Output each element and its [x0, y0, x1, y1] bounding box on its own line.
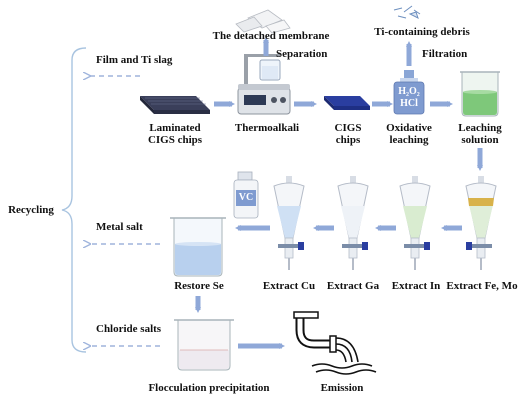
label-hcl: HCl [400, 98, 418, 109]
detached-membrane-icon [235, 9, 291, 34]
emission-pipe-icon [293, 311, 377, 375]
label-extract-ga: Extract Ga [326, 280, 380, 292]
restore-se-beaker-icon [170, 217, 226, 277]
label-recycling: Recycling [8, 204, 54, 216]
label-chloride-salts: Chloride salts [96, 323, 162, 335]
label-h2o2: H₂O₂ [398, 86, 420, 97]
label-laminated-line2: CIGS chips [147, 134, 203, 146]
funnel-ga-icon [337, 176, 369, 270]
recycling-bracket [61, 47, 87, 353]
label-extract-in: Extract In [391, 280, 441, 292]
label-detached-membrane: The detached membrane [212, 30, 330, 42]
label-oxidative-line2: leaching [389, 134, 429, 146]
label-film-ti-slag: Film and Ti slag [96, 54, 173, 66]
leaching-beaker-icon [460, 71, 500, 117]
label-thermoalkali: Thermoalkali [234, 122, 300, 134]
label-flocculation: Flocculation precipitation [148, 382, 270, 394]
label-restore-se: Restore Se [174, 280, 224, 292]
funnel-fe-mo-icon [465, 176, 497, 270]
label-laminated-line1: Laminated [149, 122, 201, 134]
label-extract-cu: Extract Cu [262, 280, 316, 292]
reagent-bottle-icon [393, 70, 425, 115]
vc-bottle-icon [233, 171, 259, 219]
funnel-in-icon [399, 176, 431, 270]
label-emission: Emission [320, 382, 364, 394]
label-oxidative-line1: Oxidative [386, 122, 432, 134]
label-metal-salt: Metal salt [96, 221, 143, 233]
label-cigs-line1: CIGS [334, 122, 362, 134]
label-cigs-line2: chips [335, 134, 361, 146]
label-leaching-line1: Leaching [458, 122, 502, 134]
hotplate-stirrer-icon [237, 54, 291, 115]
label-filtration: Filtration [422, 48, 468, 60]
label-extract-fe-mo: Extract Fe, Mo [446, 280, 518, 292]
label-leaching-line2: solution [461, 134, 499, 146]
label-separation: Separation [276, 48, 328, 60]
label-vc: VC [238, 192, 254, 203]
label-ti-debris: Ti-containing debris [374, 26, 470, 38]
flocculation-beaker-icon [174, 319, 234, 371]
ti-debris-icon [393, 5, 421, 19]
funnel-cu-icon [273, 176, 305, 270]
cigs-chips-icon [324, 96, 370, 110]
laminated-chips-icon [140, 96, 210, 114]
